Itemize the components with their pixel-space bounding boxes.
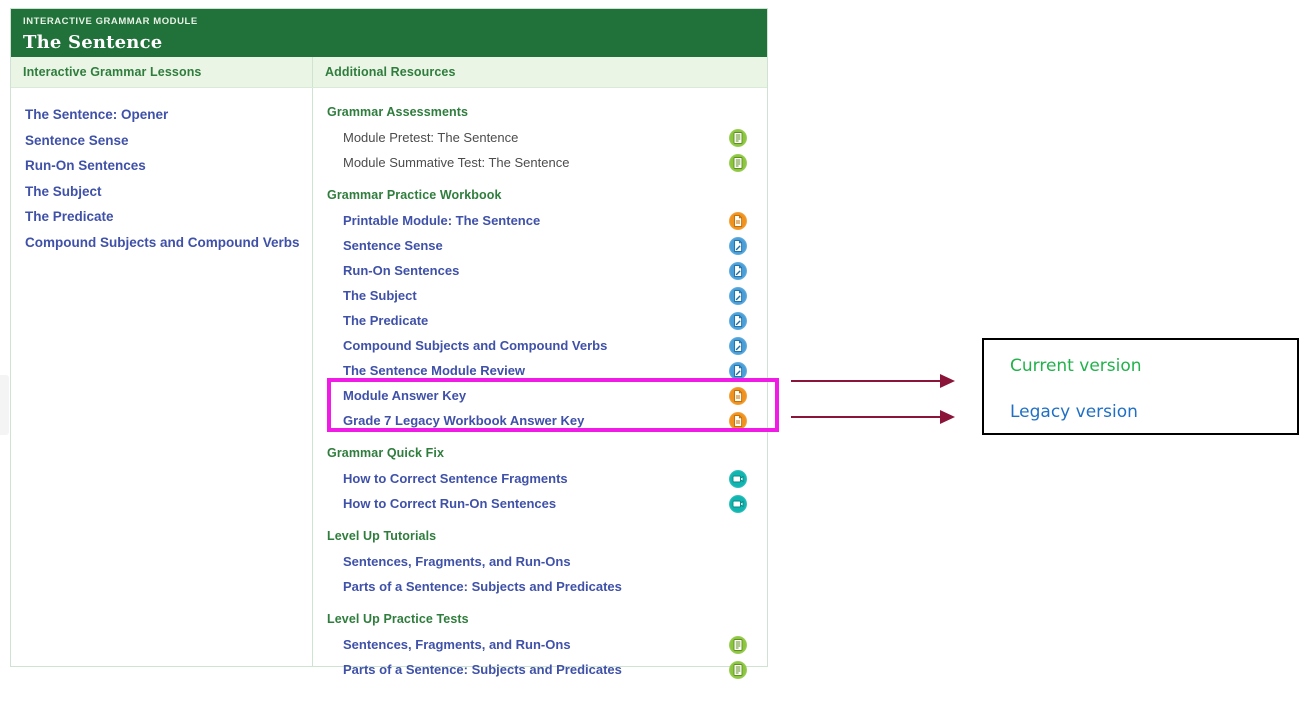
resource-row[interactable]: Run-On Sentences [313, 258, 767, 283]
editable-document-icon[interactable] [729, 336, 747, 355]
resource-group-title: Grammar Assessments [327, 105, 469, 119]
legacy-version-arrow [791, 410, 955, 424]
resource-row[interactable]: Printable Module: The Sentence [313, 208, 767, 233]
module-header: INTERACTIVE GRAMMAR MODULE The Sentence [11, 9, 767, 57]
assessment-icon[interactable] [729, 635, 747, 654]
resource-label[interactable]: The Sentence Module Review [343, 362, 526, 378]
editable-document-icon[interactable] [729, 286, 747, 305]
module-title: The Sentence [23, 32, 163, 53]
page-left-gutter [0, 375, 9, 435]
editable-document-icon[interactable] [729, 236, 747, 255]
lesson-link-5[interactable]: Compound Subjects and Compound Verbs [25, 234, 300, 250]
resource-group-title: Grammar Quick Fix [327, 446, 445, 460]
video-icon[interactable] [729, 469, 747, 488]
resource-row[interactable]: Parts of a Sentence: Subjects and Predic… [313, 657, 767, 682]
annotation-current-version: Current version [1010, 356, 1142, 376]
current-version-arrow [791, 374, 955, 388]
resource-label[interactable]: How to Correct Run-On Sentences [343, 495, 557, 511]
lesson-link-2[interactable]: Run-On Sentences [25, 158, 146, 173]
resource-group-title: Level Up Practice Tests [327, 612, 469, 626]
resource-label[interactable]: Printable Module: The Sentence [343, 212, 541, 228]
annotation-legacy-version: Legacy version [1010, 402, 1138, 422]
resource-row[interactable]: How to Correct Sentence Fragments [313, 466, 767, 491]
resource-row[interactable]: Module Answer Key [313, 383, 767, 408]
resource-label[interactable]: Sentences, Fragments, and Run-Ons [343, 553, 571, 569]
lesson-link-4[interactable]: The Predicate [25, 209, 114, 224]
module-eyebrow: INTERACTIVE GRAMMAR MODULE [23, 16, 198, 27]
resource-label[interactable]: Compound Subjects and Compound Verbs [343, 337, 608, 353]
pdf-document-icon[interactable] [729, 386, 747, 405]
resource-row[interactable]: The Sentence Module Review [313, 358, 767, 383]
arrow-shaft [791, 416, 940, 418]
resource-label[interactable]: How to Correct Sentence Fragments [343, 470, 568, 486]
arrow-shaft [791, 380, 940, 382]
resource-row[interactable]: The Predicate [313, 308, 767, 333]
resource-label[interactable]: Run-On Sentences [343, 262, 460, 278]
assessment-icon[interactable] [729, 153, 747, 172]
resource-row[interactable]: Sentences, Fragments, and Run-Ons [313, 549, 767, 574]
arrow-head-icon [940, 410, 955, 424]
resource-row[interactable]: Parts of a Sentence: Subjects and Predic… [313, 574, 767, 599]
resource-row[interactable]: Sentences, Fragments, and Run-Ons [313, 632, 767, 657]
assessment-icon[interactable] [729, 128, 747, 147]
assessment-icon[interactable] [729, 660, 747, 679]
editable-document-icon[interactable] [729, 311, 747, 330]
column-header-resources: Additional Resources [325, 65, 456, 79]
resource-row[interactable]: Grade 7 Legacy Workbook Answer Key [313, 408, 767, 433]
resource-label: Module Summative Test: The Sentence [343, 154, 570, 170]
resource-label[interactable]: Sentence Sense [343, 237, 443, 253]
resource-label[interactable]: Sentences, Fragments, and Run-Ons [343, 636, 571, 652]
resource-label[interactable]: Parts of a Sentence: Subjects and Predic… [343, 578, 622, 594]
pdf-document-icon[interactable] [729, 211, 747, 230]
lesson-link-3[interactable]: The Subject [25, 183, 102, 199]
annotation-legend-box: Current version Legacy version [982, 338, 1299, 435]
resource-group-title: Level Up Tutorials [327, 529, 437, 543]
video-icon[interactable] [729, 494, 747, 513]
resource-group-title: Grammar Practice Workbook [327, 188, 502, 202]
pdf-document-icon[interactable] [729, 411, 747, 430]
column-header-lessons: Interactive Grammar Lessons [11, 57, 313, 87]
resource-row[interactable]: Sentence Sense [313, 233, 767, 258]
resource-row[interactable]: Compound Subjects and Compound Verbs [313, 333, 767, 358]
resource-label[interactable]: Parts of a Sentence: Subjects and Predic… [343, 661, 622, 677]
lesson-link-1[interactable]: Sentence Sense [25, 132, 129, 148]
resource-row: Module Pretest: The Sentence [313, 125, 767, 150]
editable-document-icon[interactable] [729, 361, 747, 380]
resource-label[interactable]: The Predicate [343, 312, 429, 328]
resource-row[interactable]: The Subject [313, 283, 767, 308]
grammar-module-panel: INTERACTIVE GRAMMAR MODULE The Sentence … [10, 8, 779, 679]
resource-label[interactable]: Grade 7 Legacy Workbook Answer Key [343, 412, 585, 428]
resource-label[interactable]: The Subject [343, 287, 417, 303]
column-header-row: Interactive Grammar Lessons Additional R… [11, 57, 767, 88]
resource-row: Module Summative Test: The Sentence [313, 150, 767, 175]
resource-label: Module Pretest: The Sentence [343, 129, 519, 145]
lesson-link-0[interactable]: The Sentence: Opener [25, 107, 169, 122]
editable-document-icon[interactable] [729, 261, 747, 280]
resource-label[interactable]: Module Answer Key [343, 387, 467, 403]
arrow-head-icon [940, 374, 955, 388]
resource-row[interactable]: How to Correct Run-On Sentences [313, 491, 767, 516]
